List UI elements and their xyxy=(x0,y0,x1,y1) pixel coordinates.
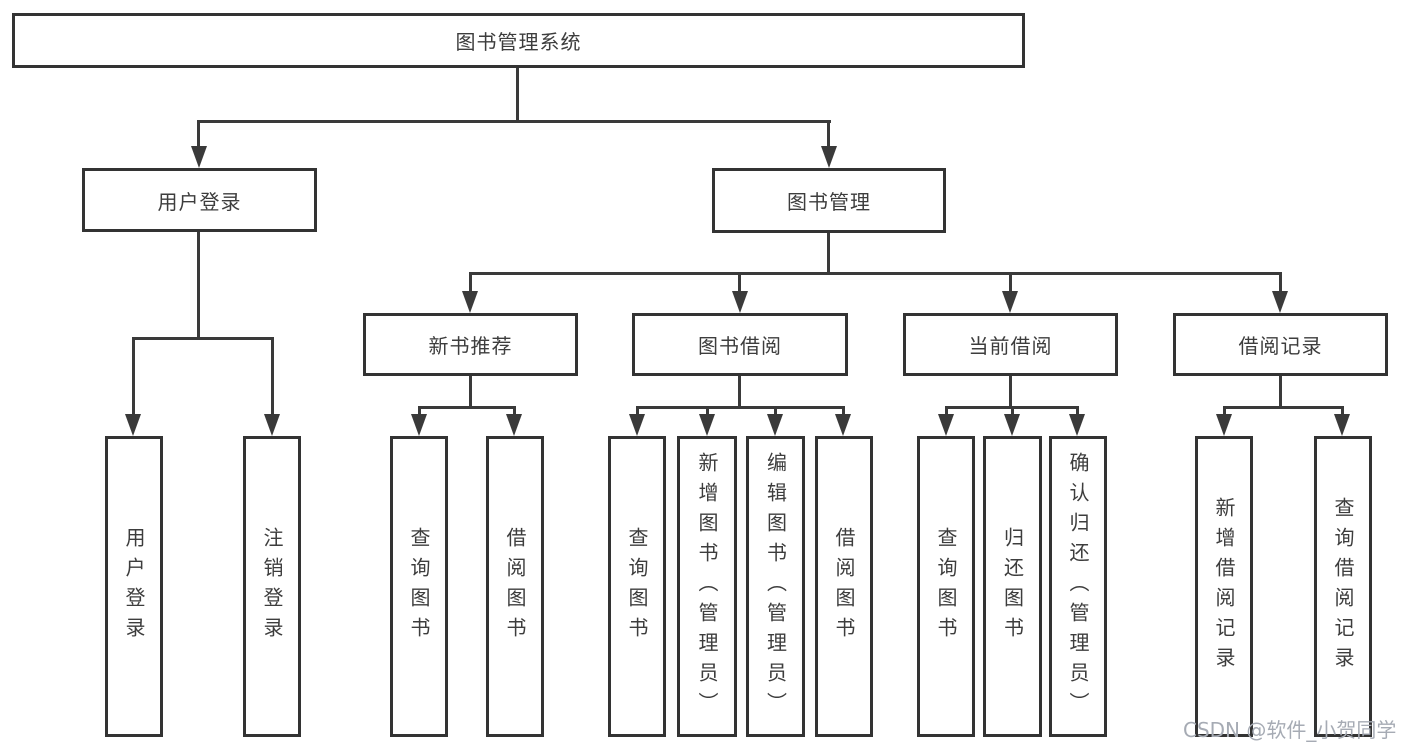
arrowhead-down-icon xyxy=(125,414,141,436)
node-root: 图书管理系统 xyxy=(12,13,1025,68)
arrowhead-down-icon xyxy=(1334,414,1350,436)
arrowhead-down-icon xyxy=(1004,414,1020,436)
connector-vline xyxy=(738,376,741,406)
connector-vline xyxy=(827,233,830,272)
connector-vline xyxy=(197,232,200,337)
connector-vline xyxy=(469,376,472,406)
arrowhead-down-icon xyxy=(938,414,954,436)
connector-vline xyxy=(945,406,948,417)
arrowhead-down-icon xyxy=(462,291,478,313)
leaf-current-query-book: 查询图书 xyxy=(917,436,975,737)
arrowhead-down-icon xyxy=(629,414,645,436)
connector-vline xyxy=(636,406,639,417)
arrowhead-down-icon xyxy=(411,414,427,436)
connector-vline xyxy=(706,406,709,417)
leaf-borrow-query-book-label: 查询图书 xyxy=(625,526,649,647)
connector-vline xyxy=(1011,406,1014,417)
connector-vline xyxy=(1279,376,1282,406)
arrowhead-down-icon xyxy=(506,414,522,436)
node-new-book-recommend-label: 新书推荐 xyxy=(428,334,513,358)
csdn-watermark: CSDN @软件_小贺同学 xyxy=(1183,718,1397,742)
node-book-borrow-label: 图书借阅 xyxy=(698,334,782,358)
node-borrow-records: 借阅记录 xyxy=(1173,313,1388,376)
node-user-login: 用户登录 xyxy=(82,168,317,232)
leaf-borrow-add-book-admin: 新增图书（管理员） xyxy=(677,436,737,737)
leaf-recommend-query-book: 查询图书 xyxy=(390,436,448,737)
connector-vline xyxy=(1009,272,1012,293)
leaf-borrow-query-book: 查询图书 xyxy=(608,436,666,737)
node-borrow-records-label: 借阅记录 xyxy=(1238,334,1323,358)
node-book-borrow: 图书借阅 xyxy=(632,313,848,376)
leaf-current-confirm-return-admin-label: 确认归还（管理员） xyxy=(1066,451,1090,722)
connector-vline xyxy=(469,272,472,293)
leaf-user-login-label: 用户登录 xyxy=(122,526,146,647)
arrowhead-down-icon xyxy=(821,146,837,168)
leaf-current-return-book: 归还图书 xyxy=(983,436,1042,737)
leaf-logout-login: 注销登录 xyxy=(243,436,301,737)
connector-vline xyxy=(516,68,519,120)
node-new-book-recommend: 新书推荐 xyxy=(363,313,578,376)
leaf-borrow-borrow-book: 借阅图书 xyxy=(815,436,873,737)
leaf-user-login: 用户登录 xyxy=(105,436,163,737)
arrowhead-down-icon xyxy=(767,414,783,436)
connector-vline xyxy=(132,337,135,416)
arrowhead-down-icon xyxy=(699,414,715,436)
arrowhead-down-icon xyxy=(1272,291,1288,313)
arrowhead-down-icon xyxy=(1216,414,1232,436)
node-book-management-label: 图书管理 xyxy=(787,190,871,214)
leaf-recommend-borrow-book-label: 借阅图书 xyxy=(503,526,527,647)
connector-vline xyxy=(513,406,516,417)
arrowhead-down-icon xyxy=(264,414,280,436)
leaf-records-query-record: 查询借阅记录 xyxy=(1314,436,1372,737)
connector-hline xyxy=(469,272,1282,275)
connector-vline xyxy=(271,337,274,416)
leaf-current-return-book-label: 归还图书 xyxy=(1000,526,1025,647)
leaf-logout-login-label: 注销登录 xyxy=(260,526,284,647)
leaf-current-confirm-return-admin: 确认归还（管理员） xyxy=(1049,436,1107,737)
leaf-records-add-record: 新增借阅记录 xyxy=(1195,436,1253,737)
node-user-login-label: 用户登录 xyxy=(157,189,242,214)
leaf-borrow-borrow-book-label: 借阅图书 xyxy=(832,526,856,647)
connector-vline xyxy=(738,272,741,293)
connector-vline xyxy=(1341,406,1344,417)
node-current-borrow-label: 当前借阅 xyxy=(968,334,1053,358)
leaf-borrow-edit-book-admin: 编辑图书（管理员） xyxy=(746,436,805,737)
connector-hline xyxy=(418,406,516,409)
connector-hline xyxy=(636,406,845,409)
connector-vline xyxy=(1076,406,1079,417)
leaf-recommend-borrow-book: 借阅图书 xyxy=(486,436,544,737)
node-current-borrow: 当前借阅 xyxy=(903,313,1118,376)
leaf-records-query-record-label: 查询借阅记录 xyxy=(1331,496,1355,677)
arrowhead-down-icon xyxy=(1069,414,1085,436)
leaf-records-add-record-label: 新增借阅记录 xyxy=(1212,496,1236,677)
connector-vline xyxy=(774,406,777,417)
leaf-recommend-query-book-label: 查询图书 xyxy=(407,526,431,647)
leaf-borrow-edit-book-admin-label: 编辑图书（管理员） xyxy=(763,451,788,722)
arrowhead-down-icon xyxy=(191,146,207,168)
arrowhead-down-icon xyxy=(1002,291,1018,313)
node-root-label: 图书管理系统 xyxy=(455,30,582,54)
arrowhead-down-icon xyxy=(732,291,748,313)
connector-vline xyxy=(842,406,845,417)
connector-vline xyxy=(1009,376,1012,406)
connector-hline xyxy=(132,337,274,340)
leaf-borrow-add-book-admin-label: 新增图书（管理员） xyxy=(695,451,719,722)
connector-vline xyxy=(197,120,200,148)
connector-hline xyxy=(197,120,831,123)
connector-vline xyxy=(827,120,830,148)
connector-vline xyxy=(418,406,421,417)
connector-vline xyxy=(1223,406,1226,417)
connector-vline xyxy=(1279,272,1282,293)
arrowhead-down-icon xyxy=(835,414,851,436)
leaf-current-query-book-label: 查询图书 xyxy=(934,526,958,647)
connector-hline xyxy=(1223,406,1344,409)
node-book-management: 图书管理 xyxy=(712,168,946,233)
